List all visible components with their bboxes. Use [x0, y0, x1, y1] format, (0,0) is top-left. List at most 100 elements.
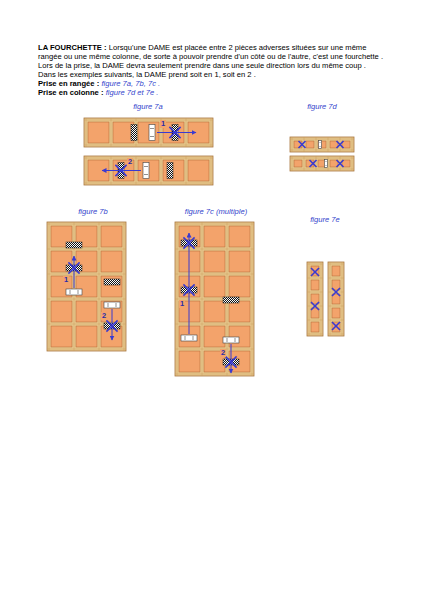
cross-stroke: [332, 322, 340, 330]
piece-body: [66, 242, 82, 248]
cross-stroke: [311, 268, 319, 276]
board-cell: [204, 326, 225, 347]
queen-mark: [70, 290, 71, 294]
callout-number: 2: [101, 312, 107, 320]
queen-piece: [66, 289, 82, 295]
queen-piece: [223, 337, 239, 343]
callout-number: 1: [179, 300, 185, 308]
opponent-piece: [131, 125, 137, 141]
board-cell: [188, 160, 209, 181]
frame-weave: [47, 249, 126, 250]
frame-weave: [307, 292, 323, 293]
frame-weave: [49, 222, 50, 351]
piece-body: [104, 279, 120, 285]
frame-weave: [321, 262, 322, 336]
section-title: LA FOURCHETTE :: [38, 43, 106, 52]
frame-weave: [175, 374, 254, 375]
text-line: Lors de la prise, la DAME devra seulemen…: [38, 61, 388, 70]
frame-weave: [328, 264, 344, 265]
frame-weave: [175, 249, 254, 250]
cross-stroke: [337, 141, 344, 148]
frame-weave: [86, 156, 87, 185]
cross-stroke: [310, 160, 317, 167]
frame-weave: [307, 264, 323, 265]
frame-weave: [342, 262, 343, 336]
queen-piece: [104, 302, 120, 308]
figure-caption: figure 7a: [88, 102, 208, 111]
frame-weave: [47, 274, 126, 275]
board-strip: [328, 262, 344, 336]
board-frame: [328, 262, 344, 336]
capture-arrow: [231, 344, 232, 373]
rule-heading: Prise en rangée :: [38, 79, 99, 88]
queen-mark: [144, 174, 148, 175]
queen-piece: [149, 125, 155, 141]
board-cell: [332, 308, 340, 318]
rule-text: Lors de la prise, la DAME devra seulemen…: [38, 61, 366, 70]
frame-weave: [99, 222, 100, 351]
text-line: Prise en colonne :figure 7d et 7e .: [38, 88, 388, 97]
board-cell: [229, 226, 250, 247]
board-cell: [229, 301, 250, 322]
board-cell: [179, 351, 200, 372]
capture-arrow: [189, 233, 190, 334]
cross-stroke: [299, 141, 306, 148]
capture-arrow: [112, 309, 113, 340]
board-frame: [47, 222, 126, 351]
cross-stroke: [311, 302, 319, 310]
queen-body: [66, 289, 82, 295]
queen-mark: [150, 128, 154, 129]
callout-number: 1: [63, 276, 69, 284]
board-strip: [84, 118, 213, 147]
frame-weave: [47, 224, 126, 225]
queen-body: [223, 337, 239, 343]
queen-piece: [181, 335, 197, 341]
frame-weave: [290, 169, 354, 170]
board-cell: [51, 326, 72, 347]
cross-stroke: [311, 302, 319, 310]
capture-cross: [332, 322, 340, 330]
queen-mark: [326, 161, 327, 162]
cross-stroke: [337, 160, 344, 167]
opponent-piece: [66, 242, 82, 248]
frame-weave: [328, 320, 344, 321]
frame-weave: [290, 158, 354, 159]
capture-cross: [337, 141, 344, 148]
board-cell: [51, 301, 72, 322]
board-cell: [101, 226, 122, 247]
board-cell: [311, 266, 319, 276]
frame-weave: [175, 274, 254, 275]
frame-weave: [307, 278, 323, 279]
board-cell: [294, 160, 302, 167]
board-cell: [138, 122, 159, 143]
frame-weave: [186, 156, 187, 185]
piece-body: [223, 297, 239, 303]
piece-body: [167, 163, 173, 179]
board-cell: [318, 141, 326, 148]
capture-cross: [310, 160, 317, 167]
frame-weave: [84, 183, 213, 184]
frame-weave: [47, 349, 126, 350]
board-strip: [84, 156, 213, 185]
figure-caption: figure 7c (multiple): [156, 207, 276, 216]
board-cell: [311, 280, 319, 290]
board-frame: [175, 222, 254, 376]
board-strip: [47, 222, 126, 351]
capture-arrow: [102, 170, 141, 171]
frame-weave: [328, 306, 344, 307]
board-cell: [229, 276, 250, 297]
queen-mark: [185, 336, 186, 340]
board-cell: [229, 251, 250, 272]
board-frame: [290, 137, 354, 152]
queen-body: [325, 160, 328, 168]
board-cell: [204, 251, 225, 272]
frame-weave: [84, 158, 213, 159]
board-frame: [84, 156, 213, 185]
board-frame: [307, 262, 323, 336]
board-cell: [311, 322, 319, 332]
frame-weave: [86, 118, 87, 147]
frame-weave: [161, 156, 162, 185]
board-frame: [290, 156, 354, 171]
board-cell: [88, 122, 109, 143]
figure-caption: figure 7e: [265, 215, 385, 224]
